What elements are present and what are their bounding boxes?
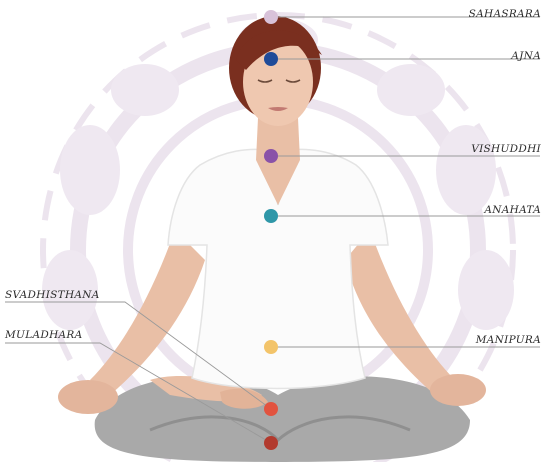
t-shirt (167, 148, 389, 390)
label-vishuddhi: VISHUDDHI (471, 143, 541, 155)
chakra-dot-sahasrara (264, 10, 278, 24)
face (243, 38, 313, 126)
label-muladhara: MULADHARA (5, 329, 83, 341)
neck (256, 118, 300, 205)
chakra-dot-ajna (264, 52, 278, 66)
pants-fold (149, 415, 411, 443)
chakra-dot-vishuddhi (264, 149, 278, 163)
leader-lines (5, 16, 540, 444)
right-hand (430, 374, 486, 406)
label-sahasrara: SAHASRARA (468, 8, 541, 20)
label-svadhisthana: SVADHISTHANA (5, 289, 100, 301)
left-hand (58, 380, 118, 414)
chakra-dot-muladhara (264, 436, 278, 450)
closed-eyes (257, 79, 301, 83)
label-ajna: AJNA (511, 50, 541, 62)
chakra-points (264, 10, 278, 450)
label-anahata: ANAHATA (484, 204, 541, 216)
hair-fringe (236, 30, 322, 70)
crossed-legs (94, 376, 471, 462)
chakra-dot-manipura (264, 340, 278, 354)
lips (268, 107, 288, 111)
chakra-dot-svadhisthana (264, 402, 278, 416)
chakra-dot-anahata (264, 209, 278, 223)
right-foot (220, 388, 268, 409)
label-manipura: MANIPURA (475, 334, 541, 346)
right-arm (345, 230, 455, 395)
